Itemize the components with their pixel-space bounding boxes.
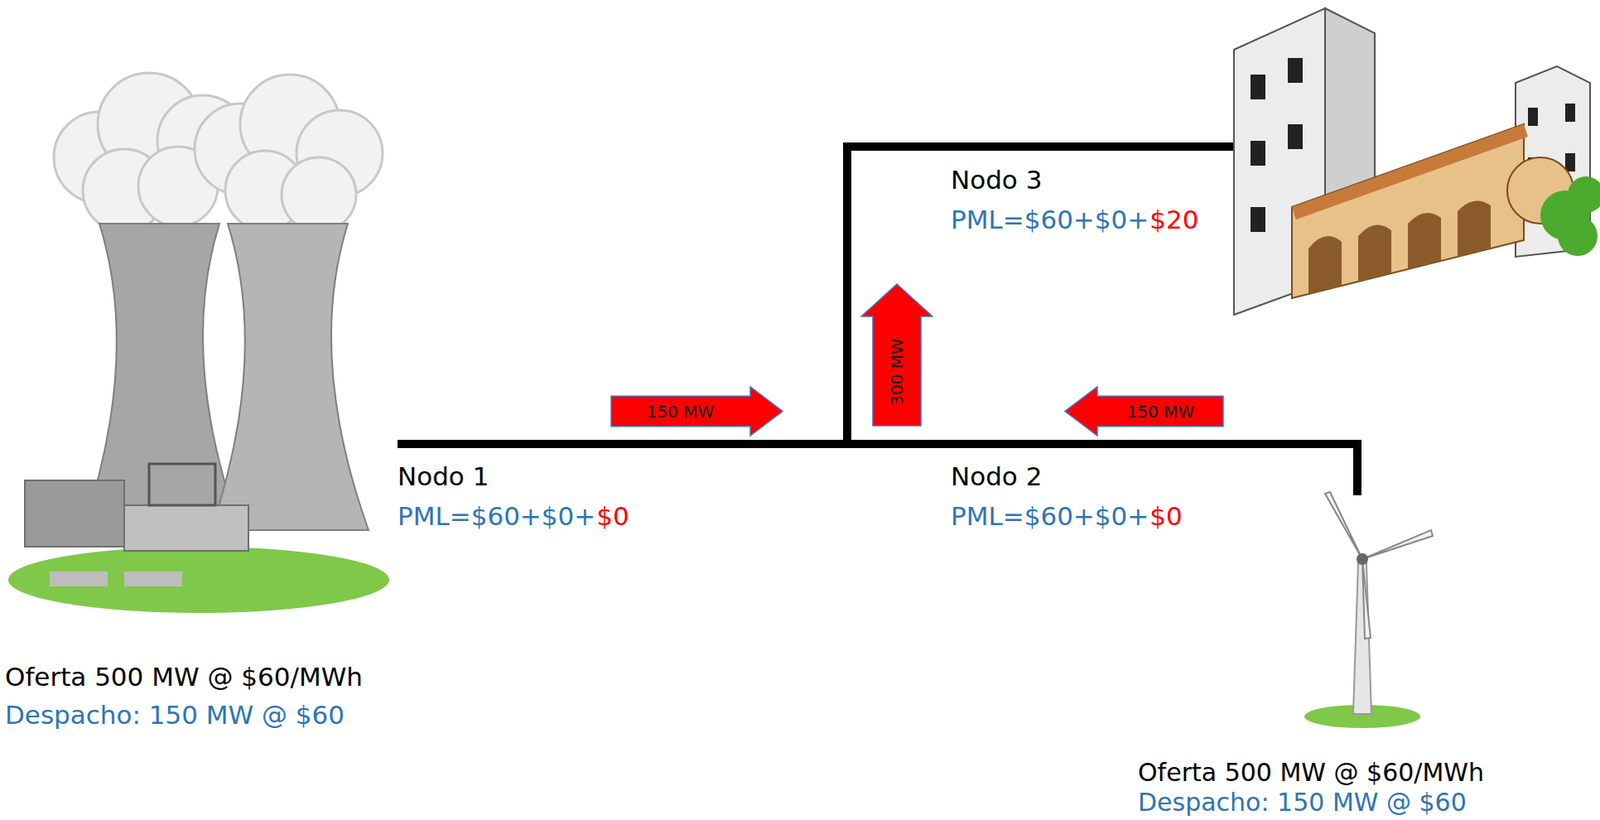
dispatch-text: Despacho: 150 MW @ $60 bbox=[4, 700, 345, 729]
flow-arrow: 300 MW bbox=[860, 283, 934, 427]
price-formula: PML=$60+$0+ bbox=[397, 501, 596, 531]
flow-arrow: 150 MW bbox=[610, 385, 784, 437]
dispatch-text: Despacho: 150 MW @ $60 bbox=[1137, 788, 1467, 816]
nuclear-plant bbox=[8, 72, 390, 613]
bus-lines bbox=[397, 142, 1362, 496]
wind-turbine bbox=[1304, 491, 1433, 728]
city-buildings bbox=[1233, 8, 1600, 315]
flow-value: 150 MW bbox=[646, 403, 715, 420]
flow-arrow: 150 MW bbox=[1064, 385, 1225, 437]
congestion-cost: $0 bbox=[596, 501, 629, 531]
price-formula: PML=$60+$0+ bbox=[950, 205, 1149, 234]
node-name: Nodo 3 bbox=[950, 165, 1042, 194]
flow-value: 150 MW bbox=[1127, 403, 1196, 420]
offer-text: Oferta 500 MW @ $60/MWh bbox=[4, 662, 363, 691]
price-formula: PML=$60+$0+ bbox=[950, 501, 1149, 531]
congestion-cost: $0 bbox=[1149, 501, 1182, 531]
node-name: Nodo 2 bbox=[950, 462, 1042, 491]
congestion-cost: $20 bbox=[1149, 205, 1199, 234]
offer-text: Oferta 500 MW @ $60/MWh bbox=[1137, 758, 1485, 786]
flow-value: 300 MW bbox=[888, 337, 906, 406]
node-name: Nodo 1 bbox=[397, 462, 489, 491]
